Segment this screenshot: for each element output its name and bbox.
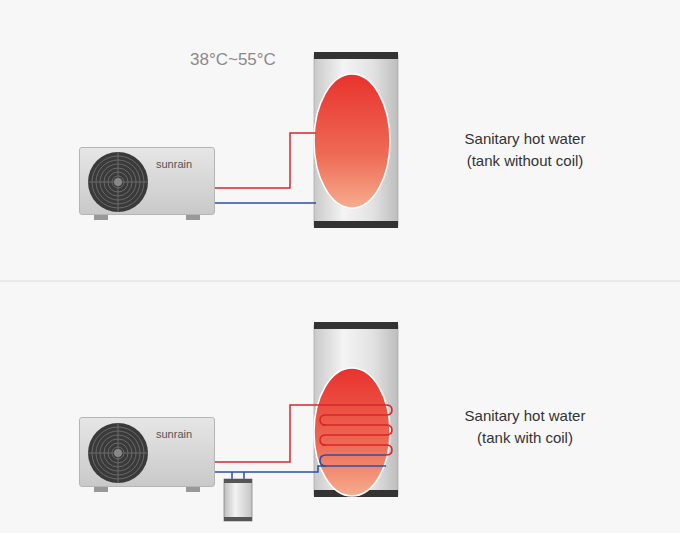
coil-winding: [322, 465, 386, 467]
coil-winding: [320, 415, 386, 425]
tank-without-coil: [314, 52, 398, 228]
tank-with-coil: [314, 322, 398, 497]
heat-pump-unit: sunrain: [79, 147, 215, 215]
brand-name: sunrain: [156, 158, 192, 170]
system-caption: Sanitary hot water (tank with coil): [450, 405, 600, 449]
coil-winding: [322, 405, 392, 415]
system-caption: Sanitary hot water (tank without coil): [450, 128, 600, 172]
coil-winding: [320, 455, 386, 466]
temperature-range: 38°C~55°C: [190, 48, 276, 73]
pipes-top: [215, 133, 316, 203]
fan-grille: [80, 148, 216, 222]
fan-grille: [80, 418, 216, 494]
pipes-bottom: [215, 405, 322, 480]
coil-winding: [322, 425, 392, 435]
heat-pump-unit: sunrain: [79, 417, 215, 487]
divider: [0, 281, 680, 282]
coil-winding: [322, 445, 392, 455]
coil-winding: [320, 435, 386, 445]
brand-name: sunrain: [156, 428, 192, 440]
expansion-tank: [224, 479, 252, 521]
